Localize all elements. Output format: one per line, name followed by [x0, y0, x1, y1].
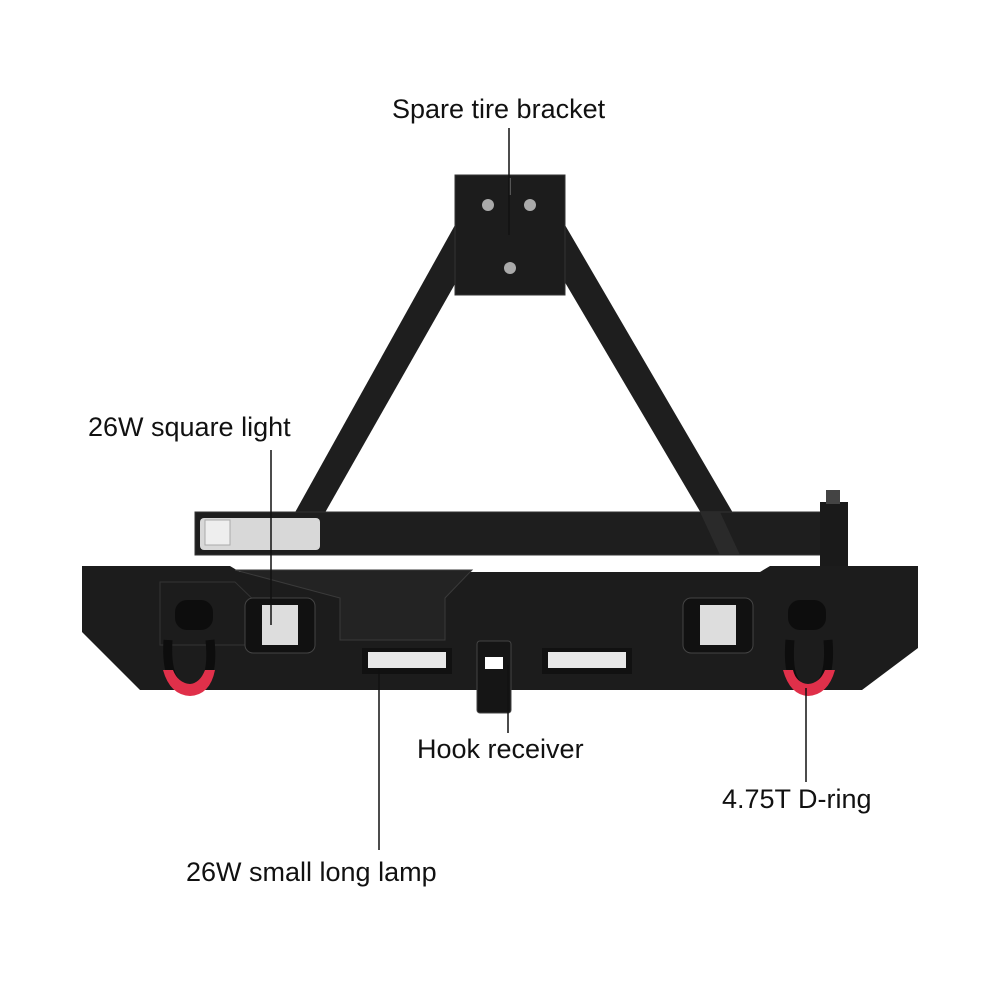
label-hook-receiver: Hook receiver [417, 734, 584, 764]
bolt [504, 262, 516, 274]
pivot-post [820, 502, 848, 570]
hitch-receiver [476, 640, 512, 714]
d-ring-right [783, 600, 835, 696]
leader-lines [270, 128, 807, 850]
d-ring-left [163, 600, 216, 696]
bumper-body [82, 566, 918, 690]
right-arm [540, 225, 740, 525]
label-d-ring: 4.75T D-ring [722, 784, 872, 814]
label-square-light: 26W square light [88, 412, 291, 442]
label-small-long-lamp: 26W small long lamp [186, 857, 437, 887]
left-arm [288, 225, 480, 525]
bolt [482, 199, 494, 211]
center-panel [234, 569, 474, 641]
bolt [524, 199, 536, 211]
bumper [82, 566, 918, 714]
label-spare-tire-bracket: Spare tire bracket [392, 94, 606, 124]
spare-tire-carrier [194, 174, 848, 570]
